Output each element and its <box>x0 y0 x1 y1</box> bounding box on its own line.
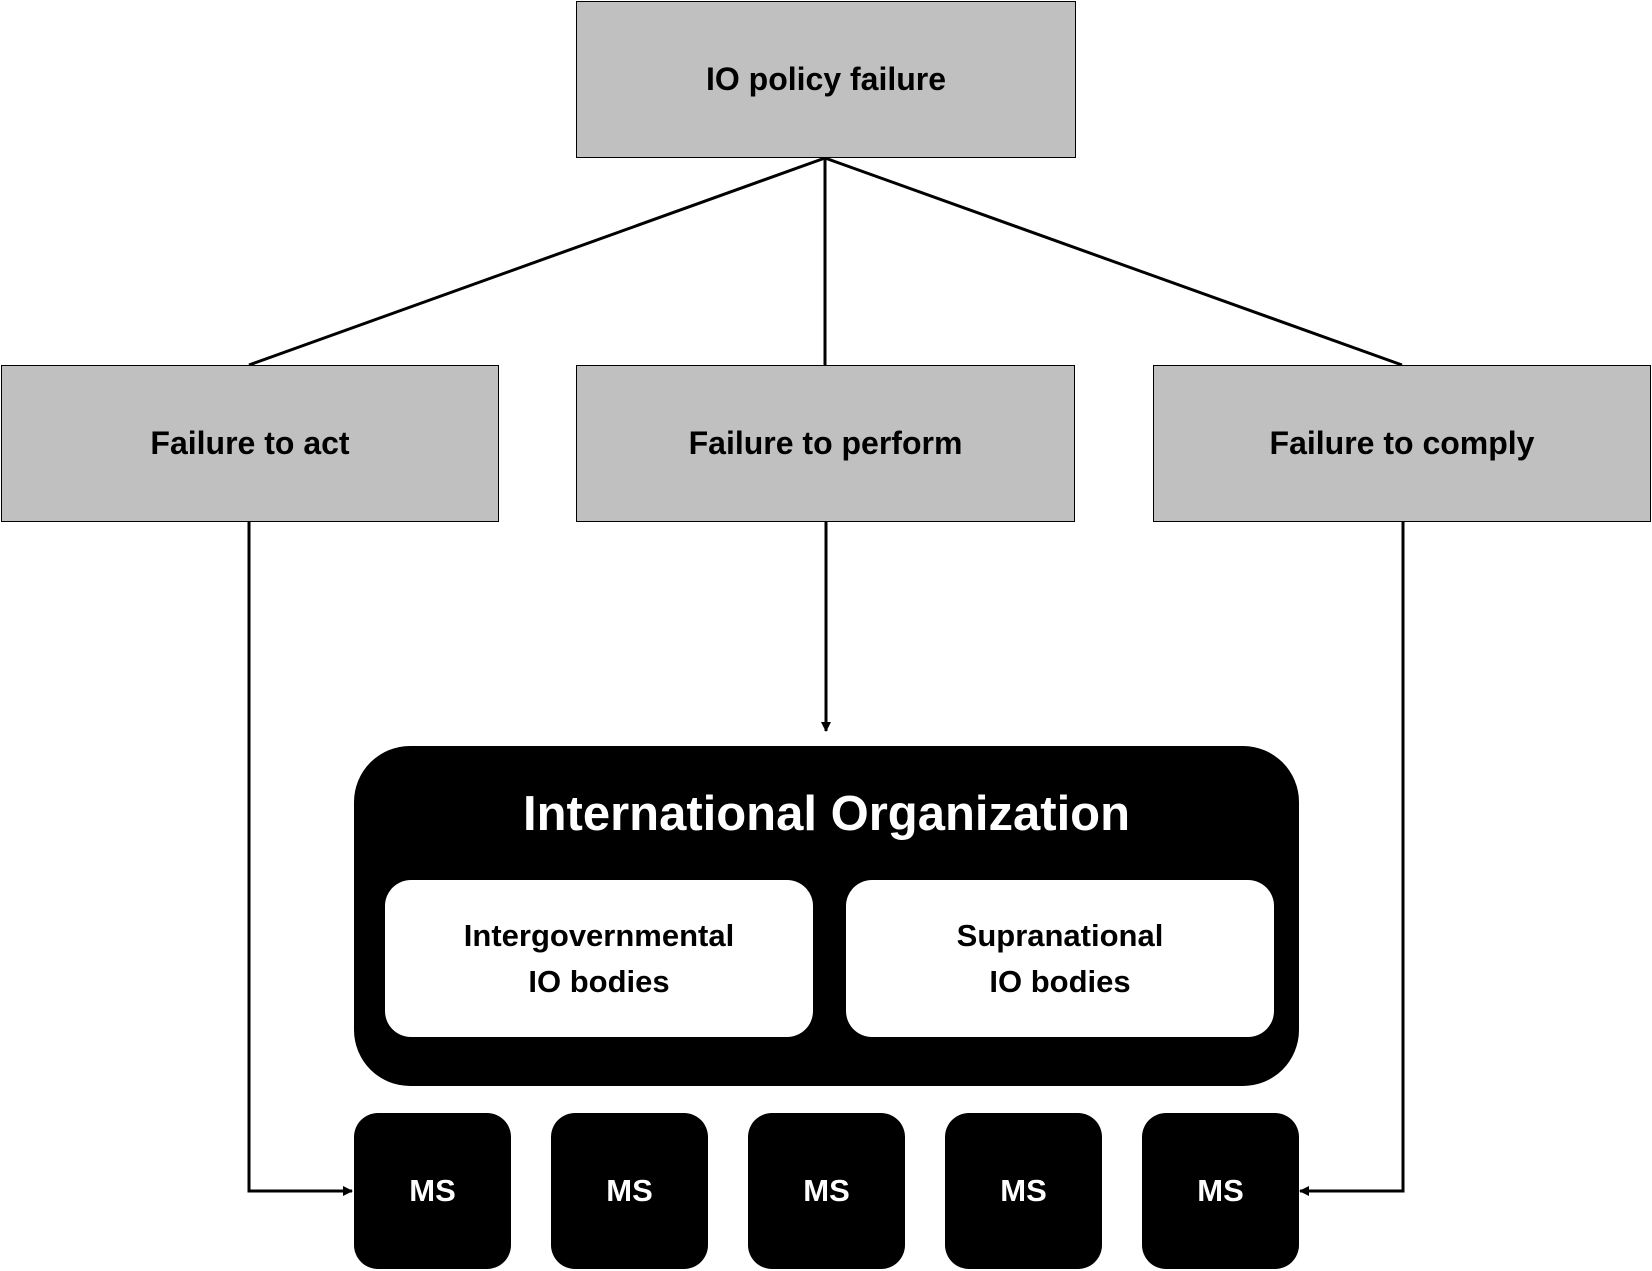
failure-to-act-box: Failure to act <box>1 365 499 522</box>
member-state-box-5: MS <box>1142 1113 1299 1269</box>
line-root-to-failure-to-comply <box>824 156 1403 367</box>
io-policy-failure-label: IO policy failure <box>705 61 947 97</box>
intergovernmental-line-2: IO bodies <box>528 963 670 999</box>
international-organization-box: International Organization Intergovernme… <box>354 746 1299 1086</box>
member-state-label: MS <box>606 1173 653 1208</box>
intergovernmental-line-1: Intergovernmental <box>463 917 735 953</box>
member-state-box-2: MS <box>551 1113 708 1269</box>
supranational-line-2: IO bodies <box>989 963 1131 999</box>
failure-to-perform-label: Failure to perform <box>688 425 963 461</box>
failure-to-comply-label: Failure to comply <box>1269 425 1535 461</box>
arrow-failure-to-act-to-first-ms <box>247 522 353 1196</box>
io-policy-failure-box: IO policy failure <box>576 1 1076 158</box>
failure-to-act-label: Failure to act <box>150 425 350 461</box>
failure-to-comply-box: Failure to comply <box>1153 365 1651 522</box>
member-state-box-1: MS <box>354 1113 511 1269</box>
member-state-label: MS <box>1000 1173 1047 1208</box>
member-state-label: MS <box>803 1173 850 1208</box>
member-state-label: MS <box>1197 1173 1244 1208</box>
supranational-line-1: Supranational <box>956 917 1164 953</box>
line-root-to-failure-to-act <box>248 156 826 367</box>
member-state-box-3: MS <box>748 1113 905 1269</box>
member-state-label: MS <box>409 1173 456 1208</box>
member-state-box-4: MS <box>945 1113 1102 1269</box>
supranational-io-bodies-box: Supranational IO bodies <box>846 880 1274 1037</box>
arrow-failure-to-comply-to-last-ms <box>1299 522 1405 1196</box>
intergovernmental-io-bodies-box: Intergovernmental IO bodies <box>385 880 813 1037</box>
failure-to-perform-box: Failure to perform <box>576 365 1075 522</box>
international-organization-title: International Organization <box>522 787 1131 841</box>
